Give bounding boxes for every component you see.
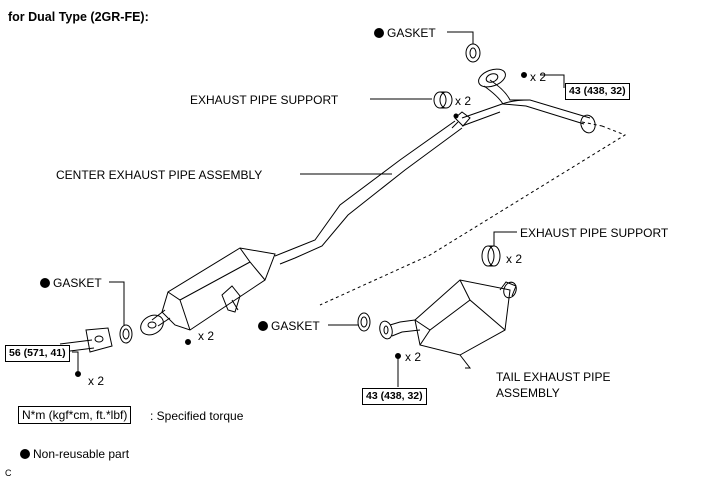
gasket-left-part: [119, 324, 133, 344]
leader-lines: [72, 31, 565, 387]
corner-mark: C: [5, 468, 12, 478]
torque-spec-left: 56 (571, 41): [5, 345, 70, 362]
exhaust-support-top-label: EXHAUST PIPE SUPPORT: [190, 93, 339, 107]
page-title: for Dual Type (2GR-FE):: [8, 10, 149, 24]
tail-pipe-label-line1: TAIL EXHAUST PIPE: [496, 370, 611, 384]
gasket-top-label: GASKET: [374, 26, 436, 40]
gasket-left-label: GASKET: [40, 276, 102, 290]
gasket-top-part: [465, 43, 481, 63]
exhaust-support-top-part: [433, 91, 453, 109]
left-bolt-quantity: x 2: [88, 374, 105, 388]
non-reusable-dot-icon: [40, 278, 50, 288]
top-support-quantity: x 2: [455, 94, 472, 108]
torque-spec-bottom-mid: 43 (438, 32): [362, 388, 427, 405]
torque-spec-top-right: 43 (438, 32): [565, 83, 630, 100]
center-pipe-label: CENTER EXHAUST PIPE ASSEMBLY: [56, 168, 263, 182]
non-reusable-dot-icon: [374, 28, 384, 38]
torque-legend-text: : Specified torque: [150, 409, 244, 423]
mid-bolt-quantity: x 2: [405, 350, 422, 364]
non-reusable-dot-icon: [20, 449, 30, 459]
gasket-mid-label: GASKET: [258, 319, 320, 333]
top-bolt-quantity: x 2: [530, 70, 547, 84]
alignment-dashed-line: [319, 125, 627, 306]
torque-legend-box: N*m (kgf*cm, ft.*lbf): [18, 406, 132, 424]
bolts: [75, 72, 527, 377]
tail-pipe-label-line2: ASSEMBLY: [496, 386, 560, 400]
alignment-dashed-line-2: [581, 121, 603, 127]
right-support-quantity: x 2: [506, 252, 523, 266]
exhaust-support-right-part: [481, 245, 501, 267]
non-reusable-legend: Non-reusable part: [20, 447, 129, 461]
center-exhaust-pipe: [140, 68, 596, 336]
non-reusable-dot-icon: [258, 321, 268, 331]
exhaust-support-right-label: EXHAUST PIPE SUPPORT: [520, 226, 669, 240]
gasket-mid-part: [357, 312, 371, 332]
center-bolt-quantity: x 2: [198, 329, 215, 343]
tail-exhaust-pipe: [379, 279, 517, 356]
